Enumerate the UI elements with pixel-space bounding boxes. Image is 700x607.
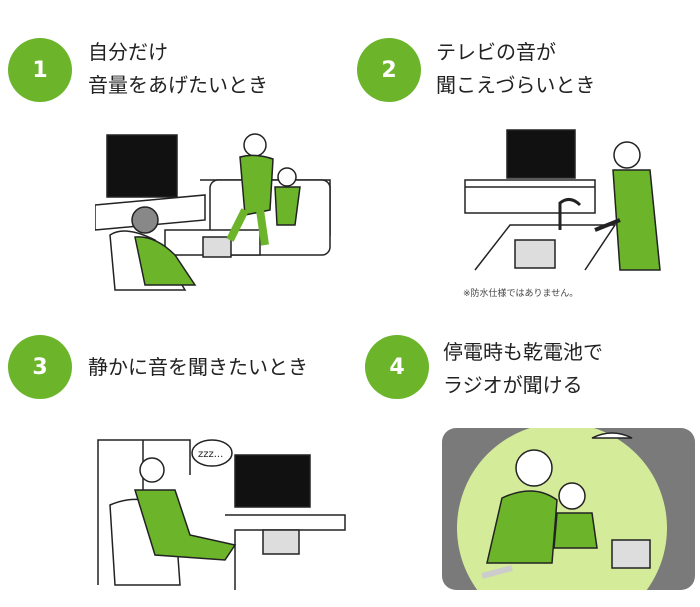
illustration-living-room	[95, 133, 331, 291]
snore-bubble: zzz...	[198, 449, 223, 460]
illustration-blackout	[442, 428, 695, 590]
illustration-night-room: zzz...	[97, 439, 346, 590]
step-4-caption: 停電時も乾電池でラジオが聞ける	[443, 340, 603, 397]
step-4-badge: 4	[365, 335, 429, 399]
step-2-caption: テレビの音が聞こえづらいとき	[436, 40, 596, 97]
step-1-badge: 1	[8, 38, 72, 102]
step-1-caption: 自分だけ音量をあげたいとき	[88, 40, 268, 97]
step-2-badge: 2	[357, 38, 421, 102]
step-3-caption: 静かに音を聞きたいとき	[88, 355, 308, 379]
waterproof-note: ※防水仕様ではありません。	[463, 289, 579, 299]
step-3-badge: 3	[8, 335, 72, 399]
illustration-kitchen	[464, 129, 661, 271]
